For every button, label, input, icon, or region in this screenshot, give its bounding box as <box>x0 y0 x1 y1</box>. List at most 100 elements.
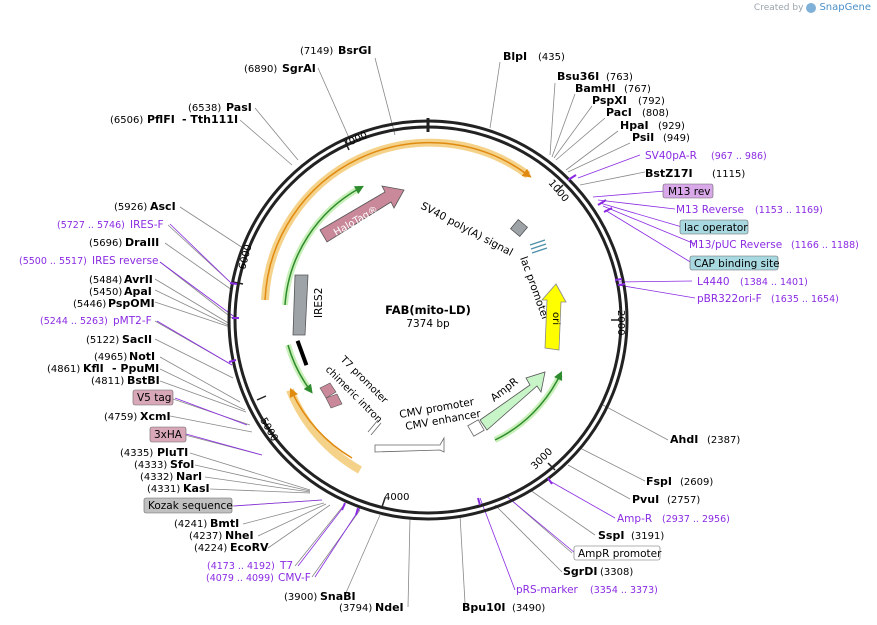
label-pos: (808) <box>642 108 669 119</box>
label-pos: (1153 .. 1169) <box>755 205 823 216</box>
enzyme-pspxi[interactable]: PspXI <box>592 94 627 107</box>
label-pos: (3354 .. 3373) <box>590 585 658 596</box>
enzyme-avrii[interactable]: AvrII <box>124 273 153 286</box>
enzyme-blpi[interactable]: BlpI <box>503 50 527 63</box>
enzyme-ppumi[interactable]: - PpuMI <box>112 362 159 375</box>
label-pos: (4861) <box>47 364 80 375</box>
primer-m13-puc-reverse[interactable]: M13/pUC Reverse <box>689 239 782 251</box>
ori-arrow[interactable] <box>541 283 567 351</box>
halotag-arrow[interactable] <box>319 185 405 243</box>
orange-feature-bottom <box>289 387 353 459</box>
enzyme-nari[interactable]: NarI <box>176 470 202 483</box>
enzyme-ndei[interactable]: NdeI <box>375 601 404 614</box>
label-pos: (5727 .. 5746) <box>57 220 125 231</box>
enzyme-pflfi[interactable]: PflFI <box>147 113 175 126</box>
green-feature-top <box>284 185 364 306</box>
v5-tag-box[interactable] <box>132 389 174 406</box>
primer-ires-reverse[interactable]: IRES reverse <box>92 255 159 267</box>
enzyme-apai[interactable]: ApaI <box>124 285 152 298</box>
enzyme-xcmi[interactable]: XcmI <box>140 410 171 423</box>
primer-m13-reverse[interactable]: M13 Reverse <box>676 204 744 216</box>
enzyme-fspi[interactable]: FspI <box>646 475 672 488</box>
primer-pbr322ori-f[interactable]: pBR322ori-F <box>697 293 762 305</box>
watermark-created-by: Created by <box>753 2 804 13</box>
enzyme-pluti[interactable]: PluTI <box>157 446 188 459</box>
right-feature-boxes: M13 rev lac operator CAP binding site Am… <box>573 183 780 561</box>
enzyme-nhei[interactable]: NheI <box>225 529 254 542</box>
v5-tag-label: V5 tag <box>137 392 171 404</box>
primer-ires-f[interactable]: IRES-F <box>130 219 164 231</box>
enzyme-sgrai[interactable]: SgrAI <box>282 62 316 75</box>
label-pos: (5484) <box>89 275 122 286</box>
enzyme-tth111i[interactable]: - Tth111I <box>182 113 238 126</box>
primer-sv40pa-r[interactable]: SV40pA-R <box>645 150 697 162</box>
cmv-promoter-marks <box>367 419 382 436</box>
cap-binding-site-box[interactable] <box>689 255 779 271</box>
ampr-promoter-box[interactable] <box>573 545 661 561</box>
enzyme-sspi[interactable]: SspI <box>598 529 624 542</box>
label-pos: (6538) <box>188 103 221 114</box>
label-pos: (967 .. 986) <box>711 151 767 162</box>
cmv-enhancer-arrow[interactable] <box>374 436 445 453</box>
ampr-arrow[interactable] <box>479 371 546 431</box>
label-pos: (3794) <box>339 603 372 614</box>
enzyme-sgrdi[interactable]: SgrDI <box>563 565 597 578</box>
enzyme-ecorv[interactable]: EcoRV <box>230 541 269 554</box>
enzyme-sacii[interactable]: SacII <box>122 333 152 346</box>
enzyme-paci[interactable]: PacI <box>606 106 632 119</box>
primer-cmv-f[interactable]: CMV-F <box>278 572 311 584</box>
label-pos: (3900) <box>284 592 317 603</box>
enzyme-kfli[interactable]: KflI <box>83 362 104 375</box>
label-pos: (1635 .. 1654) <box>771 294 839 305</box>
enzyme-draiii[interactable]: DraIII <box>125 236 159 249</box>
enzyme-pvui[interactable]: PvuI <box>632 493 659 506</box>
lac-operator-box[interactable] <box>679 219 749 235</box>
ori-label: ori <box>550 312 561 325</box>
left-feature-boxes: V5 tag 3xHA Kozak sequence <box>132 389 233 514</box>
green-feature-ampr <box>494 370 563 441</box>
primer-l4440[interactable]: L4440 <box>697 276 730 288</box>
ires2-block[interactable] <box>292 274 309 336</box>
enzyme-bstz17i[interactable]: BstZ17I <box>645 167 693 180</box>
enzyme-pasi[interactable]: PasI <box>226 101 252 114</box>
enzyme-bmti[interactable]: BmtI <box>210 517 239 530</box>
label-pos: (5450) <box>89 287 122 298</box>
enzyme-asci[interactable]: AscI <box>150 200 176 213</box>
enzyme-bsu36i[interactable]: Bsu36I <box>557 70 599 83</box>
primer-prs-marker[interactable]: pRS-marker <box>516 584 579 596</box>
primer-t7[interactable]: T7 <box>279 560 293 572</box>
label-pos: (1115) <box>712 169 745 180</box>
enzyme-bsrgi[interactable]: BsrGI <box>338 44 371 57</box>
orange-feature-bottom-band <box>286 388 362 474</box>
tick-marks <box>232 140 621 508</box>
kozak-sequence-box[interactable] <box>143 497 233 514</box>
primer-amp-r[interactable]: Amp-R <box>617 513 652 525</box>
label-pos: (1384 .. 1401) <box>740 277 808 288</box>
kozak-sequence-label: Kozak sequence <box>148 500 233 512</box>
m13-rev-box[interactable] <box>662 183 714 199</box>
label-pos: (4173 .. 4192) <box>207 561 275 572</box>
ampr-promoter-label: AmpR promoter <box>578 548 662 560</box>
tick-4000: 4000 <box>384 492 409 503</box>
enzyme-bamhi[interactable]: BamHI <box>575 82 616 95</box>
label-pos: (4237) <box>189 531 222 542</box>
label-pos: (4332) <box>140 472 173 483</box>
lac-operator-label: lac operator <box>684 222 748 234</box>
label-pos: (5244 .. 5263) <box>40 316 108 327</box>
enzyme-pspomi[interactable]: PspOMI <box>108 297 155 310</box>
enzyme-sfoi[interactable]: SfoI <box>170 458 194 471</box>
right-enzyme-labels: BlpI (435) Bsu36I (763) BamHI (767) PspX… <box>462 50 859 614</box>
enzyme-kasi[interactable]: KasI <box>183 482 210 495</box>
3xha-box[interactable] <box>149 426 187 443</box>
enzyme-ahdi[interactable]: AhdI <box>670 433 698 446</box>
enzyme-hpai[interactable]: HpaI <box>620 119 649 132</box>
sv40-polya-marker[interactable] <box>509 218 529 238</box>
enzyme-psii[interactable]: PsiI <box>632 131 654 144</box>
enzyme-bstbi[interactable]: BstBI <box>127 374 160 387</box>
enzyme-bpu10i[interactable]: Bpu10I <box>462 601 506 614</box>
enzyme-snabi[interactable]: SnaBI <box>320 590 356 603</box>
primer-pmt2-f[interactable]: pMT2-F <box>113 315 152 327</box>
enzyme-noti[interactable]: NotI <box>129 350 155 363</box>
label-pos: (5446) <box>73 299 106 310</box>
